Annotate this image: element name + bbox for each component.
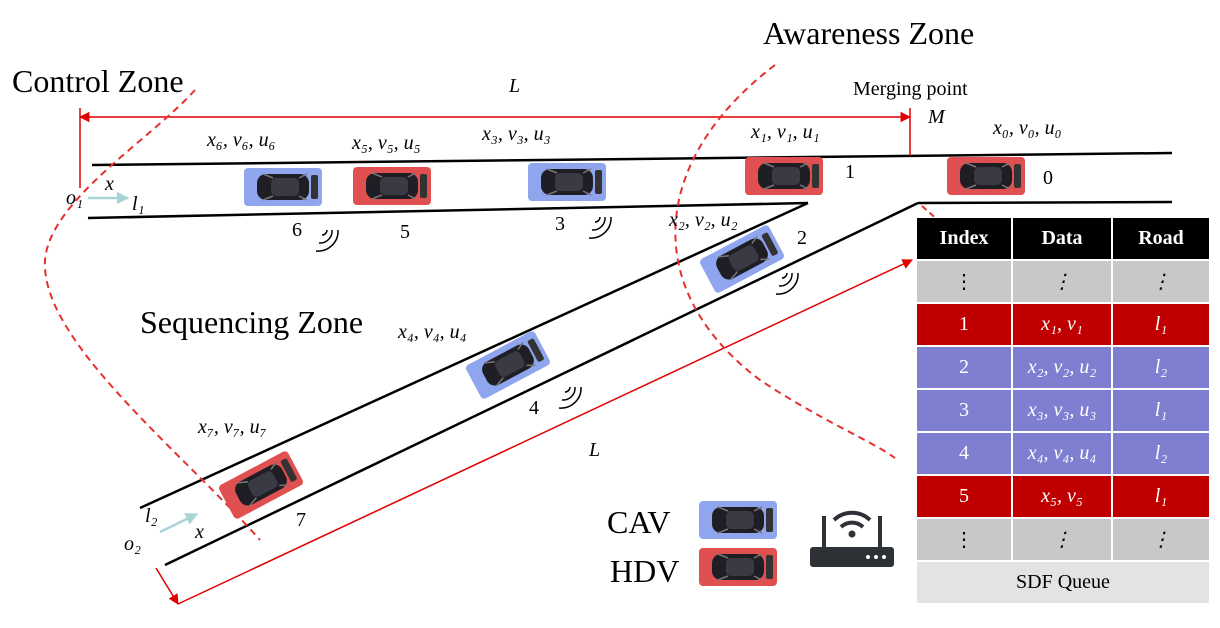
row-road: l₂ xyxy=(1113,433,1209,474)
row-index: 1 xyxy=(917,304,1011,345)
ramp-road-bottom-edge xyxy=(164,201,919,567)
control-zone-title: Control Zone xyxy=(12,63,184,99)
row-index: 4 xyxy=(917,433,1011,474)
row-data: ⋮ xyxy=(1013,261,1111,302)
table-header-row: Index Data Road xyxy=(917,218,1209,259)
vehicle-3-state: x₃, v₃, u₃ xyxy=(481,123,551,145)
vehicle-6-state: x₆, v₆, u₆ xyxy=(206,129,276,151)
row-road: ⋮ xyxy=(1113,519,1209,560)
origin-main-label: o₁ xyxy=(66,187,83,209)
row-index: 5 xyxy=(917,476,1011,517)
vehicle-7-number: 7 xyxy=(296,509,306,531)
vehicle-4-state: x₄, v₄, u₄ xyxy=(397,321,467,343)
vehicle-1-hdv-icon xyxy=(744,156,824,196)
row-data: x₁, v₁ xyxy=(1013,304,1111,345)
axis-ramp-arrow-icon xyxy=(159,512,199,534)
vehicle-6-cav-icon xyxy=(243,167,323,207)
row-index: 3 xyxy=(917,390,1011,431)
lane-ramp-label: l₂ xyxy=(145,505,158,527)
legend-cav-label: CAV xyxy=(607,504,670,540)
row-index: ⋮ xyxy=(917,519,1011,560)
row-data: x₂, v₂, u₂ xyxy=(1013,347,1111,388)
vehicle-3-cav-icon xyxy=(527,162,607,202)
control-zone-boundary xyxy=(43,89,261,541)
row-road: l₁ xyxy=(1113,476,1209,517)
table-row: 3 x₃, v₃, u₃ l₁ xyxy=(917,390,1209,431)
row-road: l₂ xyxy=(1113,347,1209,388)
vehicle-2-state: x₂, v₂, u₂ xyxy=(668,209,738,231)
vehicle-4-number: 4 xyxy=(529,397,539,419)
merging-point-symbol: M xyxy=(927,106,946,128)
header-index: Index xyxy=(917,218,1011,259)
length-marker-top xyxy=(78,108,912,188)
vehicle-6-number: 6 xyxy=(292,219,302,241)
table-row: 1 x₁, v₁ l₁ xyxy=(917,304,1209,345)
row-index: 2 xyxy=(917,347,1011,388)
table-footer-row: SDF Queue xyxy=(917,562,1209,603)
signal-2-icon xyxy=(775,272,799,295)
road-main xyxy=(87,151,1173,220)
length-marker-bottom xyxy=(155,259,913,605)
legend-hdv-label: HDV xyxy=(610,553,679,589)
vehicle-2-number: 2 xyxy=(797,227,807,249)
table-row: ⋮ ⋮ ⋮ xyxy=(917,519,1209,560)
axis-x-ramp-label: x xyxy=(194,521,204,543)
row-road: l₁ xyxy=(1113,390,1209,431)
router-icon xyxy=(810,510,894,567)
row-data: x₃, v₃, u₃ xyxy=(1013,390,1111,431)
axis-x-main-label: x xyxy=(104,173,114,195)
vehicle-7-hdv-icon xyxy=(216,449,306,521)
table-row: 4 x₄, v₄, u₄ l₂ xyxy=(917,433,1209,474)
ramp-road-top-edge xyxy=(139,201,809,510)
sequencing-zone-title: Sequencing Zone xyxy=(140,304,363,340)
vehicle-3-number: 3 xyxy=(555,213,565,235)
signal-4-icon xyxy=(558,386,582,409)
road-ramp xyxy=(139,201,919,567)
awareness-zone-title: Awareness Zone xyxy=(763,15,974,51)
signal-6-icon xyxy=(315,229,339,252)
main-road-top-edge xyxy=(91,151,1173,167)
merging-point-label: Merging point xyxy=(853,78,968,100)
main-road-right-bottom-edge xyxy=(917,200,1173,205)
table-row: ⋮ ⋮ ⋮ xyxy=(917,261,1209,302)
vehicle-0-number: 0 xyxy=(1043,167,1053,189)
row-data: x₅, v₅ xyxy=(1013,476,1111,517)
vehicle-0-hdv-icon xyxy=(946,156,1026,196)
header-road: Road xyxy=(1113,218,1209,259)
main-road-bottom-edge xyxy=(87,201,809,220)
length-label-bottom: L xyxy=(588,439,600,461)
legend-cav-icon xyxy=(698,500,778,540)
length-label-top: L xyxy=(508,75,520,97)
row-data: ⋮ xyxy=(1013,519,1111,560)
vehicle-7-state: x₇, v₇, u₇ xyxy=(197,416,267,438)
vehicle-0-state: x₀, v₀, u₀ xyxy=(992,117,1062,139)
row-index: ⋮ xyxy=(917,261,1011,302)
sdf-queue-label: SDF Queue xyxy=(917,562,1209,603)
vehicle-1-state: x₁, v₁, u₁ xyxy=(750,121,820,143)
sdf-queue-table: Index Data Road ⋮ ⋮ ⋮ 1 x₁, v₁ l₁ 2 x₂, … xyxy=(915,216,1211,605)
row-data: x₄, v₄, u₄ xyxy=(1013,433,1111,474)
vehicle-1-number: 1 xyxy=(845,161,855,183)
origin-ramp-label: o₂ xyxy=(124,533,141,555)
legend-hdv-icon xyxy=(698,547,778,587)
signal-3-icon xyxy=(588,216,612,239)
vehicle-5-hdv-icon xyxy=(352,166,432,206)
vehicle-5-state: x₅, v₅, u₅ xyxy=(351,132,421,154)
table-row: 2 x₂, v₂, u₂ l₂ xyxy=(917,347,1209,388)
awareness-zone-boundary xyxy=(674,64,896,459)
vehicle-5-number: 5 xyxy=(400,221,410,243)
lane-main-label: l₁ xyxy=(132,193,145,215)
row-road: ⋮ xyxy=(1113,261,1209,302)
row-road: l₁ xyxy=(1113,304,1209,345)
header-data: Data xyxy=(1013,218,1111,259)
table-row: 5 x₅, v₅ l₁ xyxy=(917,476,1209,517)
